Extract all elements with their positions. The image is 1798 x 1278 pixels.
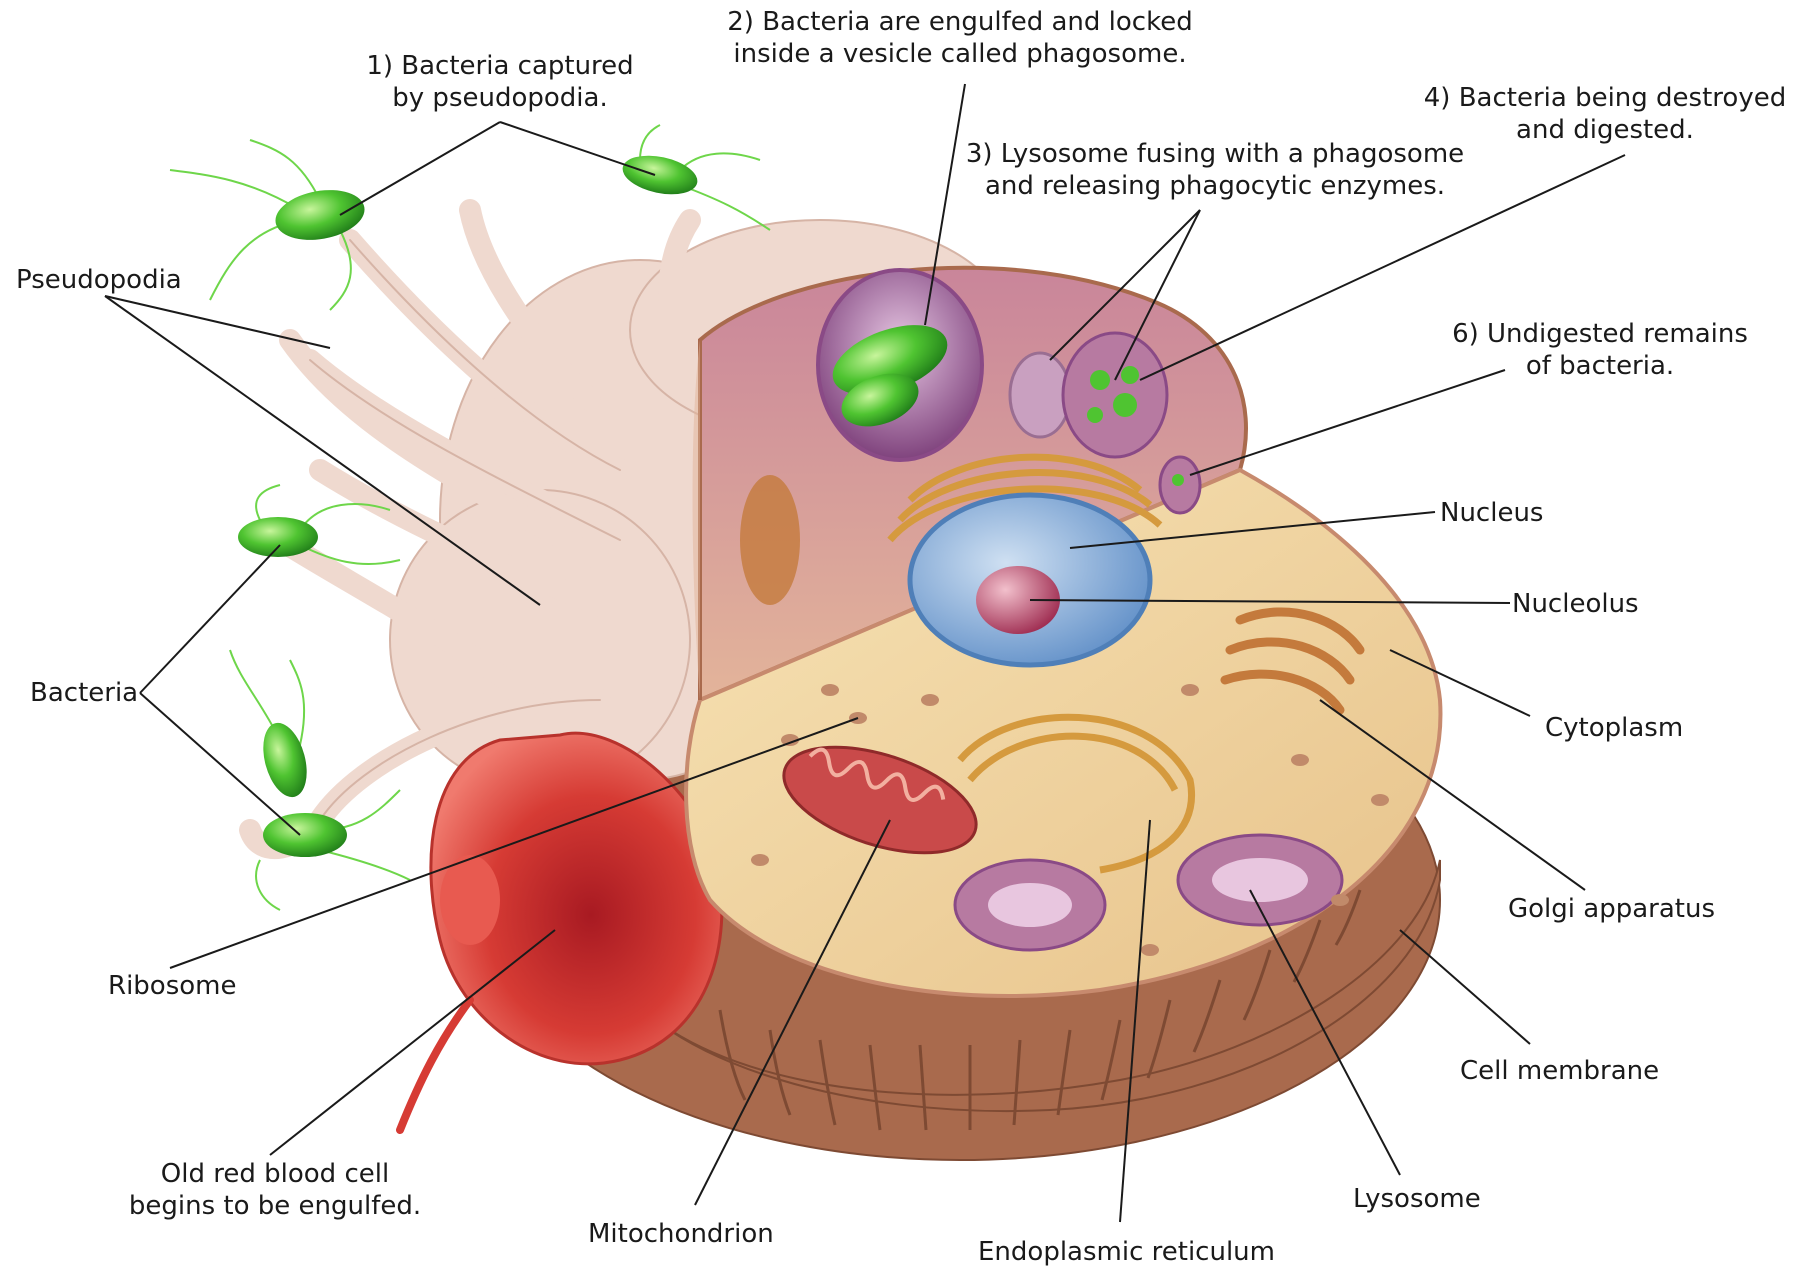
phagosome xyxy=(818,270,982,460)
label-step2-line2: inside a vesicle called phagosome. xyxy=(720,38,1200,70)
label-step4-line1: 4) Bacteria being destroyed xyxy=(1420,82,1790,114)
label-old-rbc: Old red blood cell begins to be engulfed… xyxy=(110,1158,440,1222)
label-cytoplasm: Cytoplasm xyxy=(1545,712,1683,744)
label-mitochondrion: Mitochondrion xyxy=(588,1218,774,1250)
leader-cell-membrane xyxy=(1400,930,1530,1044)
label-nucleus: Nucleus xyxy=(1440,497,1543,529)
label-step6: 6) Undigested remains of bacteria. xyxy=(1440,318,1760,382)
label-pseudopodia: Pseudopodia xyxy=(16,264,182,296)
label-old-rbc-line1: Old red blood cell xyxy=(110,1158,440,1190)
label-step2: 2) Bacteria are engulfed and locked insi… xyxy=(720,6,1200,70)
leader-pseudopodia-a xyxy=(105,296,330,348)
label-golgi-apparatus: Golgi apparatus xyxy=(1508,893,1715,925)
leader-bacteria-a xyxy=(140,545,280,693)
leader-old-rbc xyxy=(270,930,555,1155)
leader-step1-b xyxy=(500,122,655,175)
label-step6-line2: of bacteria. xyxy=(1440,350,1760,382)
label-endoplasmic-reticulum: Endoplasmic reticulum xyxy=(978,1236,1275,1268)
label-step2-line1: 2) Bacteria are engulfed and locked xyxy=(720,6,1200,38)
label-step1-line1: 1) Bacteria captured xyxy=(330,50,670,82)
label-step1-line2: by pseudopodia. xyxy=(330,82,670,114)
label-step4-line2: and digested. xyxy=(1420,114,1790,146)
label-lysosome: Lysosome xyxy=(1353,1183,1481,1215)
label-step3-line2: and releasing phagocytic enzymes. xyxy=(965,170,1465,202)
label-cell-membrane: Cell membrane xyxy=(1460,1055,1659,1087)
label-nucleolus: Nucleolus xyxy=(1512,588,1639,620)
label-step1: 1) Bacteria captured by pseudopodia. xyxy=(330,50,670,114)
label-step4: 4) Bacteria being destroyed and digested… xyxy=(1420,82,1790,146)
label-old-rbc-line2: begins to be engulfed. xyxy=(110,1190,440,1222)
label-step3-line1: 3) Lysosome fusing with a phagosome xyxy=(965,138,1465,170)
nucleus xyxy=(910,495,1150,665)
label-step3: 3) Lysosome fusing with a phagosome and … xyxy=(965,138,1465,202)
bacterium-1 xyxy=(170,140,368,310)
label-bacteria: Bacteria xyxy=(30,677,138,709)
bacterium-4 xyxy=(230,650,410,910)
label-ribosome: Ribosome xyxy=(108,970,236,1002)
label-step6-line1: 6) Undigested remains xyxy=(1440,318,1760,350)
